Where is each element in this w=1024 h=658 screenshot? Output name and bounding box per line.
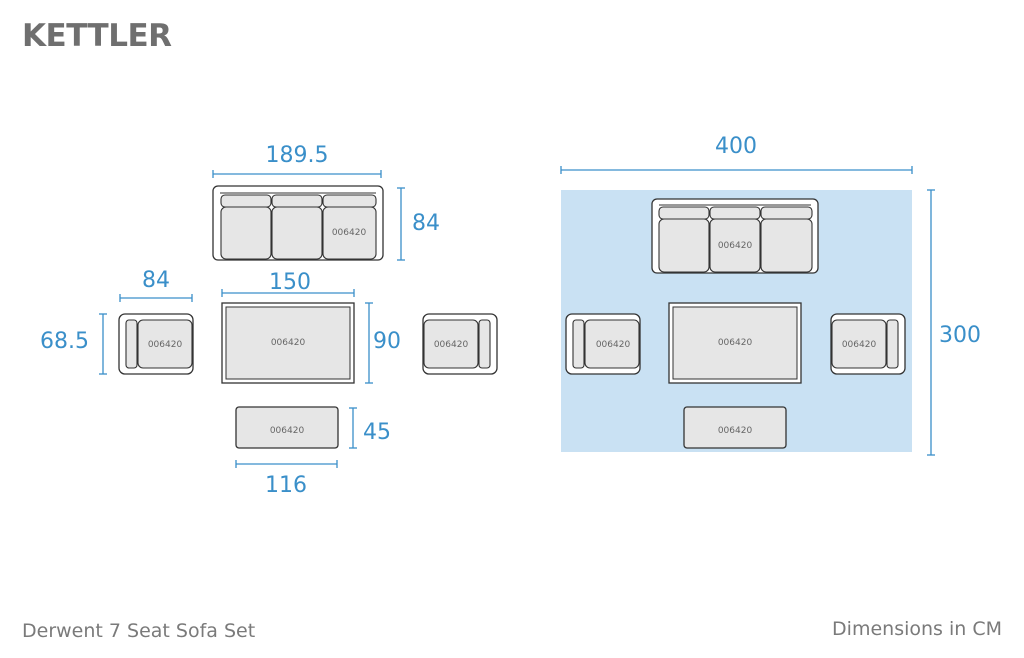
product-name: Derwent 7 Seat Sofa Set [22,620,256,642]
table-width-dimension: 150 [221,270,355,297]
armchair-depth-dimension: 68.5 [40,313,107,375]
layout-armchair-left: 006420 [565,313,641,375]
dining-table-piece: 006420 [221,302,355,384]
armchair-right-piece: 006420 [422,313,498,375]
layout-armchair-right: 006420 [830,313,906,375]
bench-code-label: 006420 [270,426,305,436]
layout-armchair-right-code-label: 006420 [842,340,877,350]
table-width-label: 150 [269,270,311,295]
dimension-diagram: 006420 189.5 84 006420 84 68.5 006420 [40,134,981,498]
layout-depth-dimension: 300 [927,189,981,456]
table-code-label: 006420 [271,338,306,348]
sofa-depth-dimension: 84 [397,187,440,261]
layout-bench: 006420 [683,406,787,449]
layout-width-dimension: 400 [560,134,913,174]
armchair-left-code-label: 006420 [148,340,183,350]
layout-width-label: 400 [715,134,757,159]
sofa-depth-label: 84 [412,211,440,236]
sofa-width-label: 189.5 [266,143,329,168]
bench-depth-dimension: 45 [349,407,391,449]
table-depth-label: 90 [373,329,401,354]
layout-depth-label: 300 [939,323,981,348]
bench-depth-label: 45 [363,420,391,445]
bench-width-label: 116 [265,473,307,498]
sofa-piece: 006420 [212,185,384,261]
armchair-left-piece: 006420 [118,313,194,375]
layout-bench-code-label: 006420 [718,426,753,436]
sofa-code-label: 006420 [332,228,367,238]
kettler-logo: KETTLER [22,18,172,54]
units-note: Dimensions in CM [832,618,1002,640]
armchair-right-code-label: 006420 [434,340,469,350]
table-depth-dimension: 90 [365,302,401,384]
layout-sofa-code-label: 006420 [718,241,753,251]
armchair-width-label: 84 [142,268,170,293]
layout-table-code-label: 006420 [718,338,753,348]
layout-sofa: 006420 [651,198,819,274]
bench-width-dimension: 116 [235,460,338,498]
armchair-depth-label: 68.5 [40,329,89,354]
sofa-width-dimension: 189.5 [212,143,382,178]
armchair-width-dimension: 84 [119,268,193,302]
layout-armchair-left-code-label: 006420 [596,340,631,350]
layout-table: 006420 [668,302,802,384]
bench-piece: 006420 [235,406,339,449]
